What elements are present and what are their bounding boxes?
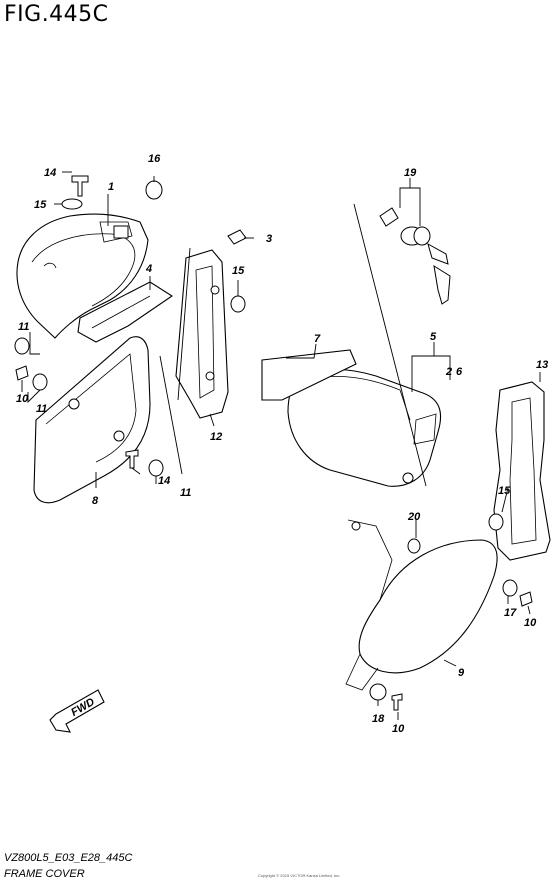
hardware-items: [14, 175, 533, 711]
part-5-center-cover: [287, 369, 442, 487]
callout-numbers: 1 2 3 4 5 6 7 8 9 10 10 10 11 11 11 12 1…: [16, 153, 548, 735]
part-12-side-cover: [175, 249, 229, 419]
callout-7: 7: [314, 333, 321, 345]
part-frame-cover-front: [16, 213, 149, 339]
callout-4: 4: [145, 263, 152, 275]
callout-18: 18: [372, 713, 385, 725]
part-8-lower-cover: [33, 336, 151, 504]
part-3-plug: [227, 229, 247, 245]
part-13-side-cover: [493, 381, 551, 561]
callout-15-top: 15: [34, 199, 47, 211]
callout-3: 3: [266, 233, 272, 245]
callout-19: 19: [404, 167, 417, 179]
callout-14-top: 14: [44, 167, 56, 179]
leader-lines: [21, 171, 541, 720]
callout-5: 5: [430, 331, 437, 343]
callout-15-center: 15: [232, 265, 245, 277]
part-9-lower-cover: [345, 519, 498, 691]
figure-name: FRAME COVER: [4, 868, 85, 880]
callout-8: 8: [92, 495, 99, 507]
copyright-text: Copyright © 2015 VICTOR Kansa Limited, I…: [258, 873, 341, 878]
callout-11-top: 11: [18, 321, 29, 333]
figure-title: FIG.445C: [4, 2, 109, 27]
fwd-label: FWD: [69, 696, 97, 719]
figure-code: VZ800L5_E03_E28_445C: [4, 852, 133, 864]
callout-2: 2: [445, 366, 452, 378]
callout-11-mid: 11: [36, 403, 47, 415]
callout-13: 13: [536, 359, 548, 371]
fwd-arrow: FWD: [49, 689, 105, 733]
callout-1: 1: [108, 181, 114, 193]
callout-20: 20: [407, 511, 421, 523]
callout-11-bottom: 11: [180, 487, 191, 499]
callout-17: 17: [504, 607, 517, 619]
callout-12: 12: [210, 431, 222, 443]
callout-10-left: 10: [16, 393, 29, 405]
part-19-lock-assembly: [379, 207, 451, 305]
part-7-plate: [261, 349, 357, 401]
callout-10-right: 10: [524, 617, 537, 629]
callout-6: 6: [456, 366, 463, 378]
callout-14-bottom: 14: [158, 475, 170, 487]
callout-10-bottom: 10: [392, 723, 405, 735]
callout-16: 16: [148, 153, 161, 165]
callout-15-right: 15: [498, 485, 511, 497]
callout-9: 9: [458, 667, 465, 679]
